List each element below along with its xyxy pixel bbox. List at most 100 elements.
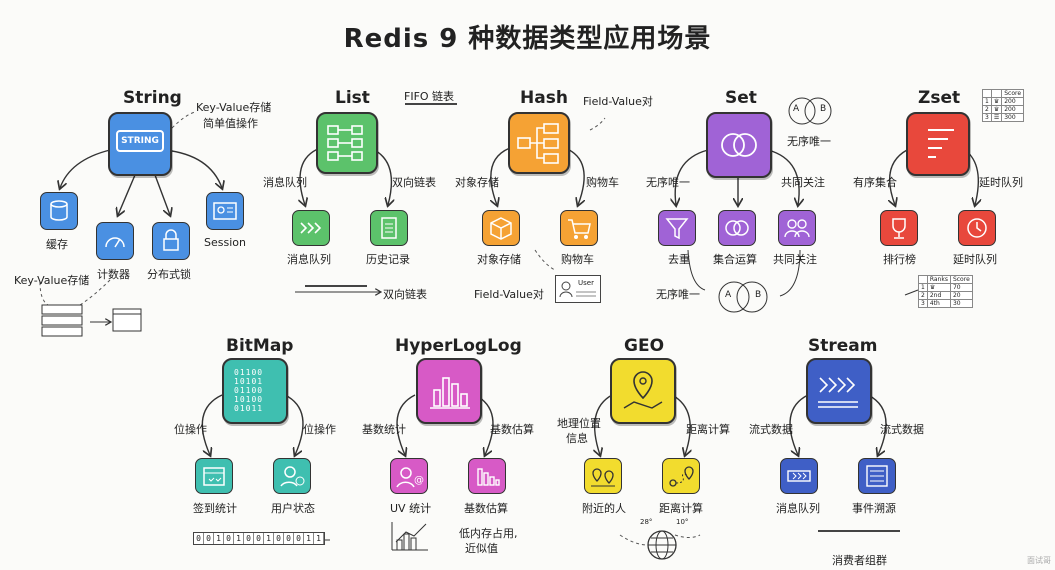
bit-cell: 0 (194, 533, 204, 544)
hash-tree-icon (508, 112, 570, 174)
geo-title: GEO (624, 336, 665, 356)
bitmap-branch-right: 位操作 (303, 423, 336, 436)
bit-cell: 0 (204, 533, 214, 544)
set-child-follow: 共同关注 (773, 253, 817, 266)
nearby-pins-icon (584, 458, 622, 494)
string-title: String (123, 88, 182, 108)
hll-child-estimate: 基数估算 (464, 502, 508, 515)
stream-branch-left: 流式数据 (749, 423, 793, 436)
bit-cell: 1 (304, 533, 314, 544)
route-icon (662, 458, 700, 494)
geo-degree-1: 28° (640, 518, 653, 526)
string-child-cache: 缓存 (46, 238, 68, 251)
bit-cell: 0 (224, 533, 234, 544)
watermark: 面试哥 (1027, 556, 1051, 565)
string-icon: STRING (108, 112, 172, 176)
users-icon (778, 210, 816, 246)
geo-branch-left-1: 地理位置 (557, 417, 601, 430)
string-child-counter: 计数器 (97, 268, 130, 281)
set-child-ops: 集合运算 (713, 253, 757, 266)
stream-child-queue: 消息队列 (776, 502, 820, 515)
bitmap-branch-left: 位操作 (174, 423, 207, 436)
user-check-icon (273, 458, 311, 494)
shopping-cart-icon (560, 210, 598, 246)
bit-cell: 1 (314, 533, 324, 544)
zset-score-table: Score 1♛200 2♛200 3☰300 (982, 89, 1025, 122)
set-note: 无序唯一 (787, 135, 831, 148)
page-title: Redis 9 种数据类型应用场景 (343, 24, 712, 54)
message-queue-icon (780, 458, 818, 494)
zset-branch-right: 延时队列 (979, 176, 1023, 189)
browser-window-icon (112, 308, 142, 332)
globe-icon (645, 528, 679, 562)
zset-branch-left: 有序集合 (853, 176, 897, 189)
list-fifo-strip (405, 103, 457, 105)
zset-child-delay: 延时队列 (953, 253, 997, 266)
bit-cell: 1 (214, 533, 224, 544)
hash-branch-right: 购物车 (586, 176, 619, 189)
geo-branch-right: 距离计算 (686, 423, 730, 436)
bit-cell: 1 (234, 533, 244, 544)
queue-arrows-icon (292, 210, 330, 246)
intersect-icon (718, 210, 756, 246)
hll-branch-right: 基数估算 (490, 423, 534, 436)
set-venn-diagram: A B (782, 95, 838, 127)
user-card-label: User (578, 279, 594, 287)
zset-child-rank: 排行榜 (883, 253, 916, 266)
stream-title: Stream (808, 336, 878, 356)
set-branch-left: 无序唯一 (646, 176, 690, 189)
gauge-icon (96, 222, 134, 260)
cube-icon (482, 210, 520, 246)
bit-cell: 0 (254, 533, 264, 544)
string-note-1: Key-Value存储 (196, 101, 272, 114)
set-title: Set (725, 88, 757, 108)
hll-sub-note-2: 近似值 (465, 542, 498, 555)
hash-child-cart: 购物车 (561, 253, 594, 266)
string-child-lock: 分布式锁 (147, 268, 191, 281)
map-pin-icon (610, 358, 676, 424)
set-sub-note: 无序唯一 (656, 288, 700, 301)
hash-child-object: 对象存储 (477, 253, 521, 266)
venn-icon (706, 112, 772, 178)
stream-child-sourcing: 事件溯源 (852, 502, 896, 515)
bitmap-title: BitMap (226, 336, 294, 356)
svg-text:@: @ (414, 475, 424, 486)
bit-cell: 0 (284, 533, 294, 544)
bitmap-child-status: 用户状态 (271, 502, 315, 515)
trophy-icon (880, 210, 918, 246)
stream-branch-right: 流式数据 (880, 423, 924, 436)
clock-icon (958, 210, 996, 246)
event-log-icon (858, 458, 896, 494)
bit-cell: 1 (264, 533, 274, 544)
geo-degree-2: 10° (676, 518, 689, 526)
list-note: FIFO 链表 (404, 90, 455, 103)
bit-cell: 0 (244, 533, 254, 544)
funnel-icon (658, 210, 696, 246)
stream-chevrons-icon (806, 358, 872, 424)
hash-sub-note: Field-Value对 (474, 288, 544, 301)
set-venn-bottom: A B (708, 280, 778, 314)
bar-chart-icon (416, 358, 482, 424)
bars-icon (468, 458, 506, 494)
hll-child-uv: UV 统计 (390, 502, 432, 515)
hash-note: Field-Value对 (583, 95, 653, 108)
hash-branch-left: 对象存储 (455, 176, 499, 189)
bit-cell: 0 (274, 533, 284, 544)
id-card-icon (206, 192, 244, 230)
geo-child-nearby: 附近的人 (582, 502, 626, 515)
hll-title: HyperLogLog (395, 336, 522, 356)
set-child-dedup: 去重 (668, 253, 690, 266)
hll-branch-left: 基数统计 (362, 423, 406, 436)
hll-mini-chart (390, 520, 430, 552)
stream-sub-note: 消费者组群 (832, 554, 887, 567)
string-sub-note: Key-Value存储 (14, 274, 90, 287)
database-icon (40, 192, 78, 230)
string-child-session: Session (204, 236, 246, 249)
ranked-list-icon (906, 112, 970, 176)
server-icon (40, 303, 84, 339)
scroll-icon (370, 210, 408, 246)
